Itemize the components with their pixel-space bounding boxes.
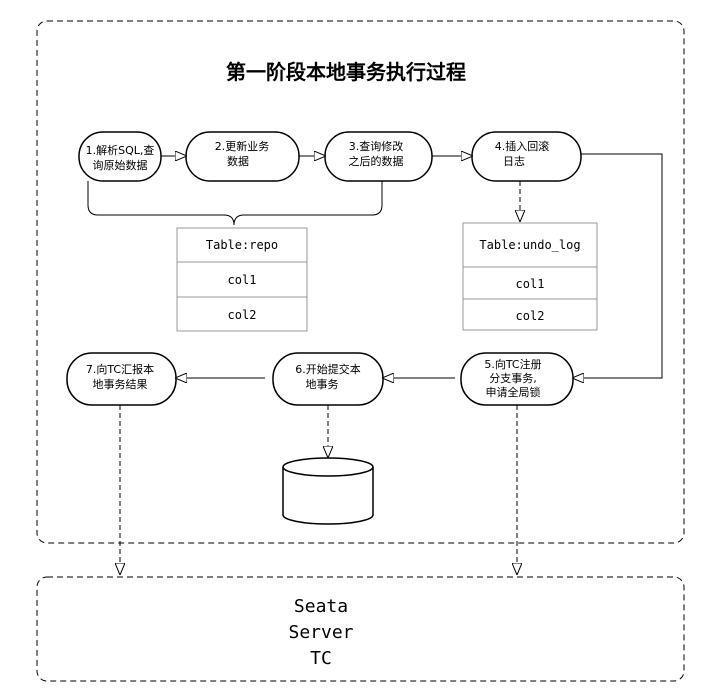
seata-server-container [36,576,685,682]
server-line-2: Server [288,622,353,643]
table-undo-log: Table:undo_log col1 col2 [462,222,598,331]
table-repo: Table:repo col1 col2 [176,227,308,332]
step-7-line-2: 地事务结果 [93,378,148,391]
diagram-title: 第一阶段本地事务执行过程 [226,60,466,84]
server-line-1: Seata [294,596,348,617]
step-5-line-2: 分支事务, [489,372,537,385]
step-6-node: 6.开始提交本 地事务 [272,352,384,406]
table-repo-name: Table:repo [206,238,278,252]
table-repo-col-2: col2 [228,308,257,322]
step-5-node: 5.向TC注册 分支事务, 申请全局锁 [460,352,574,406]
table-undo-log-name: Table:undo_log [479,238,580,252]
step-7-line-1: 7.向TC汇报本 [86,362,154,376]
step-4-line-2: 日志 [503,155,525,168]
step-3-line-2: 之后的数据 [349,154,404,168]
step-6-line-2: 地事务 [306,378,339,391]
step-2-node: 2.更新业务 数据 [185,131,300,182]
step-7-node: 7.向TC汇报本 地事务结果 [66,352,177,406]
step-2-line-2: 数据 [227,154,249,168]
step-4-node: 4.插入回滚 日志 [471,131,582,182]
step-5-line-1: 5.向TC注册 [484,357,541,371]
local-transaction-container [36,20,685,544]
step-4-line-1: 4.插入回滚 [495,139,550,153]
step-3-line-1: 3.查询修改 [349,139,404,153]
server-line-3: TC [310,648,332,669]
step-1-node: 1.解析SQL,查 询原始数据 [78,131,162,182]
table-undo-log-col-1: col1 [516,277,545,291]
table-repo-col-1: col1 [228,273,257,287]
table-undo-log-col-2: col2 [516,309,545,323]
step-5-line-3: 申请全局锁 [486,385,541,399]
step-6-line-1: 6.开始提交本 [295,362,361,376]
arrow-4-to-5 [573,153,663,378]
step-3-node: 3.查询修改 之后的数据 [324,131,433,182]
database-icon [282,457,374,525]
step-1-line-2: 询原始数据 [93,158,148,172]
step-1-line-1: 1.解析SQL,查 [86,143,155,157]
brace-steps-1-3 [87,181,383,226]
step-2-line-1: 2.更新业务 [215,139,270,153]
